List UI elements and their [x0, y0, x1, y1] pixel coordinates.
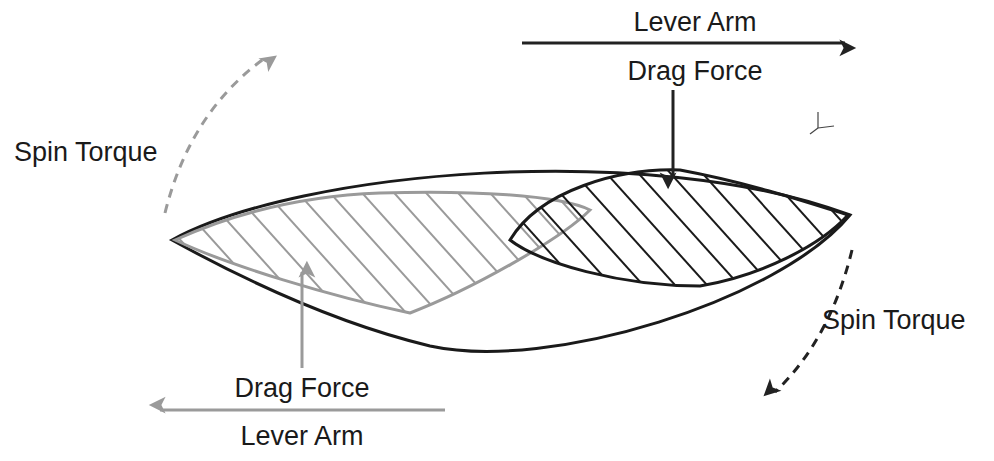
hatch-stroke — [471, 165, 584, 290]
spin-torque-arrow — [165, 58, 265, 213]
dark-region — [510, 170, 848, 286]
hatch-stroke — [195, 185, 317, 320]
drag-force-label: Drag Force — [627, 57, 762, 87]
hatch-stroke — [35, 185, 157, 320]
drag-force-arrow — [672, 90, 675, 178]
axis-icon — [810, 112, 834, 134]
hatch-stroke — [131, 185, 253, 320]
lever-arm-arrow — [522, 42, 845, 45]
hatch-stroke — [451, 185, 573, 320]
dark-hatching — [375, 165, 968, 290]
hatch-stroke — [323, 185, 445, 320]
hatch-stroke — [407, 165, 520, 290]
hatch-stroke — [823, 165, 936, 290]
hatch-stroke — [695, 165, 808, 290]
hatch-stroke — [631, 165, 744, 290]
hatch-stroke — [439, 165, 552, 290]
hatch-stroke — [355, 185, 477, 320]
lever-arm-arrow — [160, 409, 445, 412]
hatch-stroke — [759, 165, 872, 290]
hatch-stroke — [387, 185, 509, 320]
grey-hatching — [35, 185, 701, 320]
spin-torque-label: Spin Torque — [14, 138, 158, 168]
hatch-stroke — [599, 165, 712, 290]
drag-force-arrow — [301, 272, 304, 368]
hatch-stroke — [579, 185, 701, 320]
hatch-stroke — [419, 185, 541, 320]
hatch-stroke — [547, 185, 669, 320]
hatch-stroke — [163, 185, 285, 320]
hatch-stroke — [375, 165, 488, 290]
spin-torque-label: Spin Torque — [822, 306, 966, 336]
drag-force-label: Drag Force — [234, 374, 369, 404]
hatch-stroke — [67, 185, 189, 320]
hatch-stroke — [855, 165, 968, 290]
lever-arm-label: Lever Arm — [633, 8, 756, 38]
lever-arm-label: Lever Arm — [240, 422, 363, 452]
seed-outline — [172, 171, 850, 351]
